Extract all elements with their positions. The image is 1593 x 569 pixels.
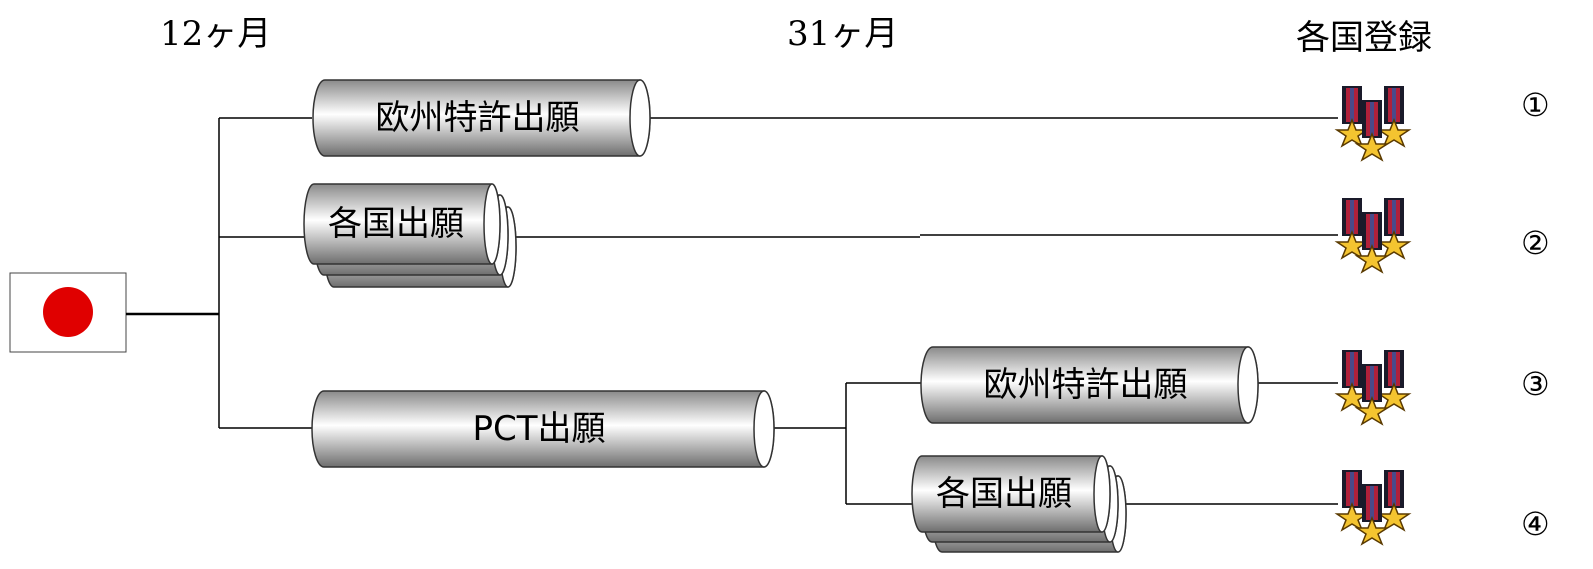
ep-via-pct-label: 欧州特許出願 bbox=[983, 365, 1188, 405]
pct-label: PCT出願 bbox=[472, 409, 606, 449]
national-via-pct-label: 各国出願 bbox=[936, 474, 1072, 514]
national-via-pct-cylinder-stack bbox=[911, 455, 1127, 553]
medal-icon-1 bbox=[1337, 86, 1409, 160]
medal-icon-4 bbox=[1337, 470, 1409, 544]
ep-direct-cylinder bbox=[312, 79, 651, 157]
route-number-4: ④ bbox=[1521, 505, 1550, 543]
medal-icon-3 bbox=[1337, 350, 1409, 424]
national-direct-cylinder-stack bbox=[303, 183, 517, 288]
header-12-months: 12ヶ月 bbox=[160, 14, 272, 54]
route-number-3: ③ bbox=[1521, 365, 1550, 403]
japan-flag-icon bbox=[9, 272, 127, 353]
national-direct-label: 各国出願 bbox=[328, 204, 464, 244]
route-number-2: ② bbox=[1521, 224, 1550, 262]
route-number-1: ① bbox=[1521, 86, 1550, 124]
ep-direct-label: 欧州特許出願 bbox=[375, 98, 580, 138]
connector-lines bbox=[126, 117, 1338, 505]
pct-cylinder bbox=[311, 390, 775, 468]
medal-icon-2 bbox=[1337, 198, 1409, 272]
header-national-registration: 各国登録 bbox=[1296, 18, 1432, 58]
ep-via-pct-cylinder bbox=[920, 346, 1259, 424]
header-31-months: 31ヶ月 bbox=[787, 14, 899, 54]
